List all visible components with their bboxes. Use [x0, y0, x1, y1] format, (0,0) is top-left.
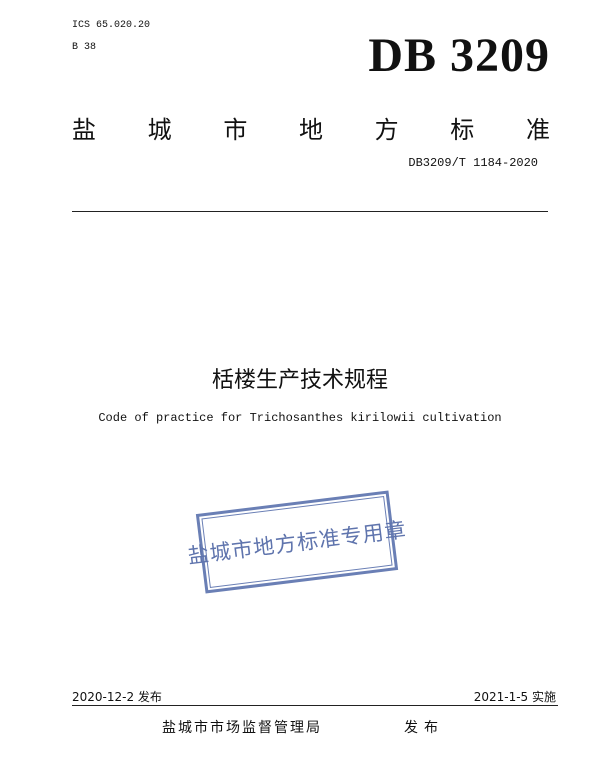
classification-code: B 38 [72, 42, 97, 53]
standard-type-char: 地 [298, 116, 323, 144]
footer-divider [72, 705, 558, 706]
standard-number: DB3209/T 1184-2020 [408, 156, 538, 170]
standard-type-char: 准 [525, 116, 550, 144]
standard-type-char: 盐 [72, 116, 96, 144]
db-code: DB 3209 [368, 29, 550, 82]
standard-type-char: 标 [450, 116, 475, 144]
standard-type-char: 方 [374, 116, 399, 144]
implement-date: 2021-1-5 实施 [473, 690, 556, 704]
standard-type-char: 市 [223, 116, 248, 144]
publisher: 盐城市市场监督管理局 [162, 720, 322, 736]
official-stamp: 盐城市地方标准专用章 [186, 490, 408, 594]
standard-type-heading: 盐 城 市 地 方 标 准 [72, 110, 550, 145]
chinese-title: 栝楼生产技术规程 [211, 368, 388, 393]
issue-date: 2020-12-2 发布 [72, 690, 162, 704]
english-title: Code of practice for Trichosanthes kiril… [98, 411, 502, 425]
ics-code: ICS 65.020.20 [72, 20, 151, 31]
publish-label: 发布 [404, 720, 444, 736]
header-divider [72, 211, 548, 212]
standard-type-char: 城 [147, 116, 172, 144]
stamp-text: 盐城市地方标准专用章 [186, 517, 408, 569]
